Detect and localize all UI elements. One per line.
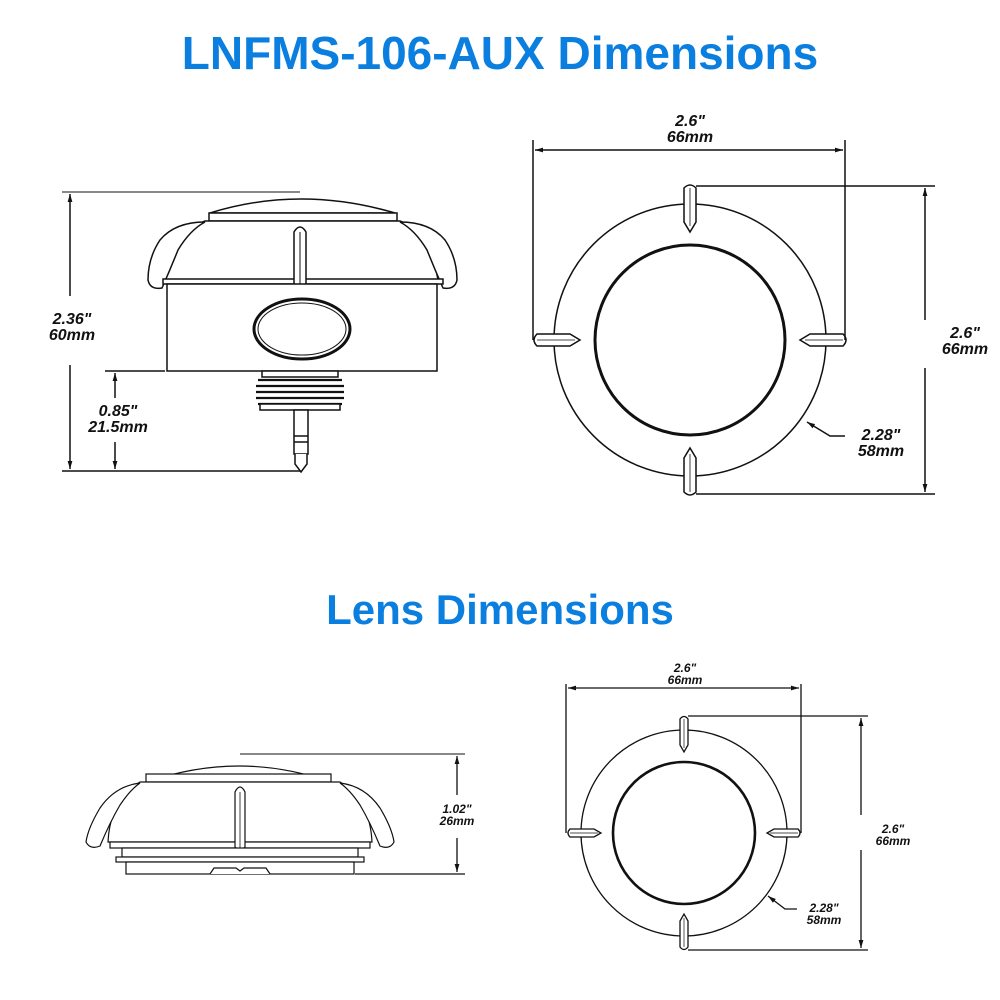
top-width-inch: 2.6" (675, 113, 705, 130)
lens-height-label: 1.02" 26mm (430, 803, 484, 827)
top-width-label: 2.6" 66mm (650, 114, 730, 146)
top-diameter-mm: 58mm (857, 443, 905, 460)
top-height-label: 2.6" 66mm (930, 326, 1000, 358)
lens-top-width-label: 2.6" 66mm (655, 662, 715, 686)
top-height-inch: 2.6" (950, 325, 980, 342)
product-side-view (147, 198, 458, 474)
product-top-dimension-lines (532, 140, 935, 495)
overall-height-label: 2.36" 60mm (38, 312, 106, 344)
plug-height-label: 0.85" 21.5mm (75, 404, 161, 436)
lens-top-width-mm: 66mm (667, 673, 703, 687)
product-side-dimension-lines (62, 191, 300, 472)
lens-top-height-label: 2.6" 66mm (865, 823, 921, 847)
lens-top-dimension-lines (565, 684, 868, 951)
overall-height-inch: 2.36" (52, 311, 92, 328)
product-top-view (533, 184, 847, 496)
top-width-mm: 66mm (666, 129, 714, 146)
top-diameter-inch: 2.28" (861, 427, 901, 444)
lens-top-diameter-mm: 58mm (806, 913, 842, 927)
lens-top-width-inch: 2.6" (673, 661, 697, 675)
lens-top-diameter-label: 2.28" 58mm (800, 902, 848, 926)
overall-height-mm: 60mm (48, 327, 96, 344)
lens-top-diameter-inch: 2.28" (809, 901, 839, 915)
plug-height-mm: 21.5mm (88, 419, 148, 436)
top-diameter-label: 2.28" 58mm (848, 428, 914, 460)
lens-title: Lens Dimensions (326, 586, 674, 633)
lens-side-dimension-lines (240, 753, 465, 875)
top-height-mm: 66mm (941, 341, 989, 358)
lens-height-inch: 1.02" (442, 802, 472, 816)
lens-height-mm: 26mm (439, 814, 475, 828)
plug-height-inch: 0.85" (98, 403, 138, 420)
lens-top-height-inch: 2.6" (881, 822, 905, 836)
main-title: LNFMS-106-AUX Dimensions (181, 27, 819, 79)
lens-top-view (567, 715, 801, 951)
lens-side-view (85, 765, 395, 875)
lens-top-height-mm: 66mm (875, 834, 911, 848)
